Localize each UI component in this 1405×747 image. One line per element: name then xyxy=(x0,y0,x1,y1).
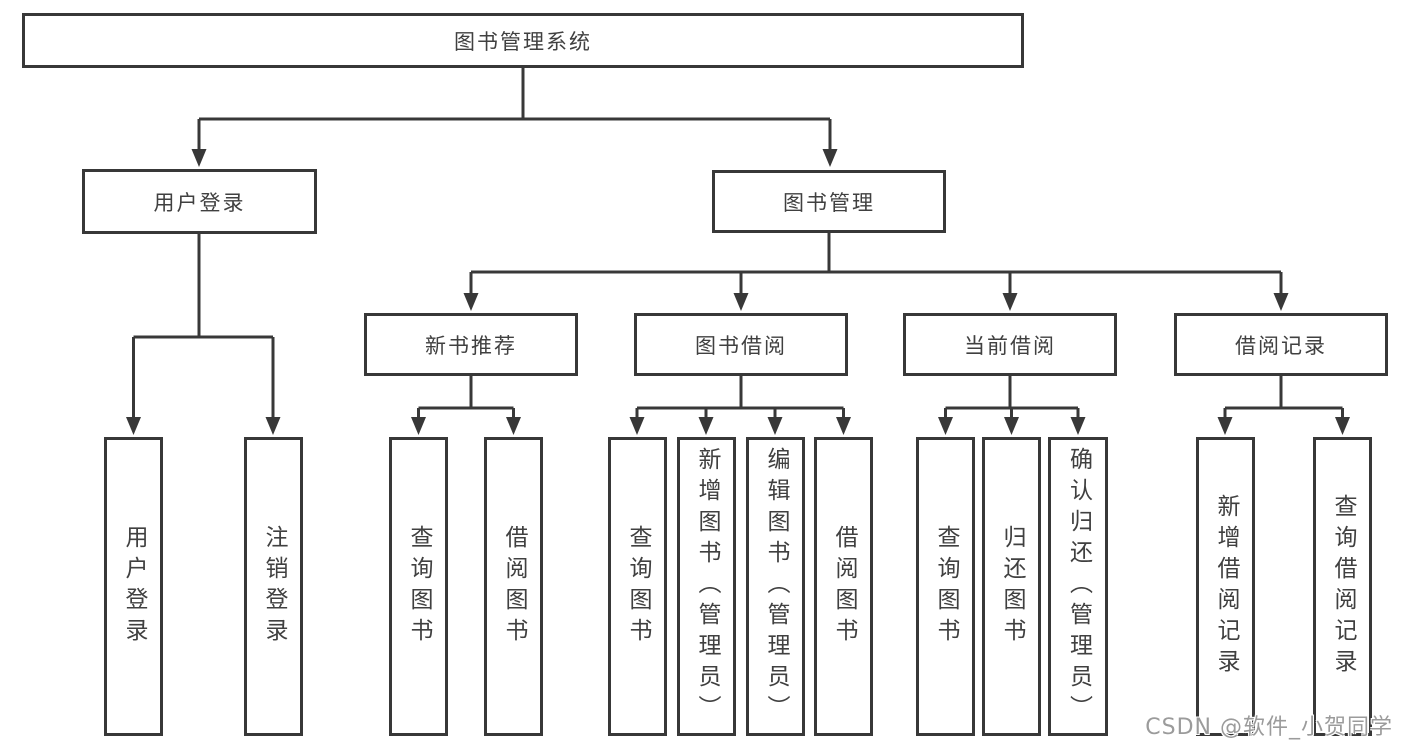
node-user-login-branch: 用户登录 xyxy=(82,169,317,234)
arrowhead xyxy=(463,293,479,311)
leaf-borrow-books: 借阅图书 xyxy=(814,437,873,736)
arrowhead xyxy=(1217,417,1233,435)
arrowhead xyxy=(126,417,141,435)
node-current-borrow: 当前借阅 xyxy=(903,313,1117,376)
node-book-borrow: 图书借阅 xyxy=(634,313,848,376)
arrowhead xyxy=(767,417,783,435)
arrowhead xyxy=(1002,293,1018,311)
arrowhead xyxy=(265,417,281,435)
leaf-add-book-admin: 新增图书（管理员） xyxy=(677,437,736,736)
arrowhead xyxy=(191,149,207,167)
arrowhead xyxy=(733,293,749,311)
arrowhead xyxy=(506,417,521,435)
arrowhead xyxy=(1004,417,1019,435)
arrowhead xyxy=(1335,417,1350,435)
csdn-watermark: CSDN @软件_小贺同学 xyxy=(1145,715,1393,740)
leaf-return-book: 归还图书 xyxy=(982,437,1041,736)
leaf-borrow-books-recommend: 借阅图书 xyxy=(484,437,543,736)
arrowhead xyxy=(1070,417,1086,435)
leaf-confirm-return-admin: 确认归还（管理员） xyxy=(1048,437,1108,736)
arrowhead xyxy=(411,417,426,435)
node-root-system: 图书管理系统 xyxy=(22,13,1024,68)
arrowhead xyxy=(629,417,645,435)
arrowhead xyxy=(698,417,714,435)
leaf-query-books-current: 查询图书 xyxy=(916,437,975,736)
node-new-book-recommend: 新书推荐 xyxy=(364,313,578,376)
arrowhead xyxy=(822,149,838,167)
node-book-management-branch: 图书管理 xyxy=(712,170,946,233)
arrowhead xyxy=(1273,293,1289,311)
arrowhead xyxy=(836,417,851,435)
arrowhead xyxy=(938,417,953,435)
leaf-user-login: 用户登录 xyxy=(104,437,163,736)
leaf-edit-book-admin: 编辑图书（管理员） xyxy=(746,437,805,736)
leaf-query-books-borrow: 查询图书 xyxy=(608,437,667,736)
leaf-add-borrow-record: 新增借阅记录 xyxy=(1196,437,1255,736)
leaf-logout: 注销登录 xyxy=(244,437,303,736)
node-borrow-records: 借阅记录 xyxy=(1174,313,1388,376)
leaf-query-books-recommend: 查询图书 xyxy=(389,437,448,736)
leaf-query-borrow-record: 查询借阅记录 xyxy=(1313,437,1372,736)
